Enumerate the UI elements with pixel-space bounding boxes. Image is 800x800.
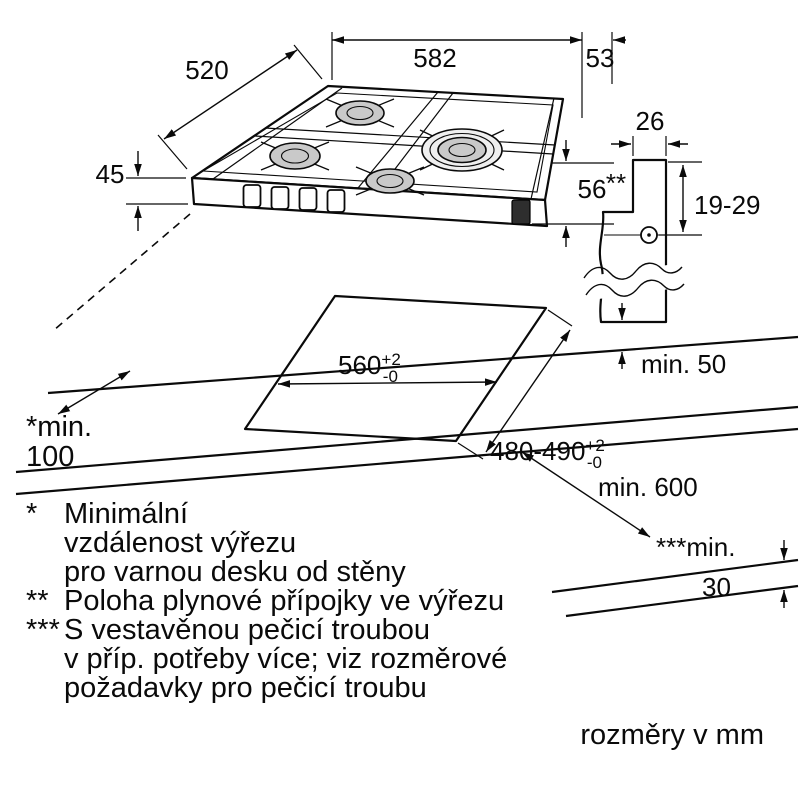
units-note: rozměry v mm: [580, 719, 764, 751]
break-wave-2: [585, 279, 685, 297]
cutout-depth-value: 480-490: [490, 436, 585, 466]
min-right-clearance-label: min. 50: [641, 349, 726, 379]
gas-side-offset-label: 53: [586, 43, 615, 73]
footnote-2-line-1: Poloha plynové přípojky ve výřezu: [64, 585, 504, 617]
min-wall-label: *min.: [26, 411, 92, 443]
min-wall-value: 100: [26, 441, 74, 473]
min-depth-label: min. 600: [598, 472, 698, 502]
knob-4: [326, 189, 346, 213]
hob-width-label: 582: [413, 43, 456, 73]
burner-large-right: [421, 128, 503, 172]
gas-pipe-marker: **: [606, 168, 626, 198]
burner-front-center: [365, 168, 415, 194]
dim-hob-width-582: 582: [331, 32, 583, 118]
under-depth-label: 56: [578, 174, 607, 204]
cutout-width-tol-plus: +2: [381, 350, 400, 369]
cutout-depth-tol-minus: -0: [587, 453, 602, 472]
min-below-value: 30: [702, 572, 731, 602]
worktop-back-edge: [47, 335, 799, 395]
hob-top-inner-rim: [201, 92, 554, 193]
footnote-3-line-3: požadavky pro pečicí troubu: [64, 672, 427, 704]
footnote-2-marker: **: [26, 585, 49, 617]
footnote-1-marker: *: [26, 498, 37, 530]
min-wall-dim-line: [57, 370, 131, 415]
cutout-depth-ext-1: [547, 309, 573, 327]
gas-pipe-offset-label: 26: [636, 106, 665, 136]
footnote-1-line-2: vzdálenost výřezu: [64, 527, 296, 559]
lower-panel-top-edge: [551, 558, 799, 594]
cutout-width-label: 560+2-0: [338, 350, 401, 386]
gas-pipe-range-label: 19-29: [694, 190, 761, 220]
dim-hob-depth-520: 520: [157, 44, 323, 170]
break-wave-1: [583, 262, 683, 280]
knob-1: [242, 184, 262, 208]
worktop-drawing: 560+2-0 480-490+2-0 *min. 100 min. 600 *…: [15, 213, 799, 618]
cutout-width-tol-minus: -0: [383, 367, 398, 386]
burner-back-left: [335, 100, 385, 126]
worktop-front-edge: [15, 405, 799, 474]
lower-panel-bottom-edge: [565, 584, 799, 618]
footnote-3-line-2: v příp. potřeby více; viz rozměrové: [64, 643, 507, 675]
hob-height-label: 45: [96, 159, 125, 189]
footnote-1-line-3: pro varnou desku od stěny: [64, 556, 406, 588]
dim-hob-height-45: 45: [96, 151, 188, 231]
gas-inlet: [511, 199, 531, 225]
cutout-width-dim-line: [277, 378, 498, 388]
gas-hole-center-dot: [647, 233, 651, 237]
knob-2: [270, 186, 290, 210]
footnote-1-line-1: Minimální: [64, 498, 188, 530]
control-knobs: [242, 184, 346, 213]
wall-alignment-dashed-line: [53, 213, 191, 331]
hob-drawing: [190, 84, 565, 228]
burner-mid-left: [269, 142, 321, 170]
footnote-3-marker: ***: [26, 614, 60, 646]
cutout-depth-ext-2: [457, 442, 484, 460]
worktop-front-face-bottom: [15, 427, 799, 496]
footnote-3-line-1: S vestavěnou pečicí troubou: [64, 614, 430, 646]
gas-connection-detail: 26 ** 19-29 min. 50: [582, 106, 761, 379]
worktop-cutout: [243, 294, 548, 443]
footnotes: * Minimální vzdálenost výřezu pro varnou…: [26, 498, 764, 751]
cutout-width-value: 560: [338, 350, 381, 380]
cutout-depth-dim-line: [485, 329, 571, 453]
cutout-depth-tol-plus: +2: [585, 436, 604, 455]
min-depth-dim-line: [521, 451, 651, 538]
hob-depth-label: 520: [185, 55, 228, 85]
min-below-label: ***min.: [656, 532, 735, 562]
dim-gas-offset-53: 53: [586, 32, 626, 84]
knob-3: [298, 187, 318, 211]
break-gap: [582, 263, 684, 301]
dim-under-depth-56: 56: [532, 140, 614, 247]
